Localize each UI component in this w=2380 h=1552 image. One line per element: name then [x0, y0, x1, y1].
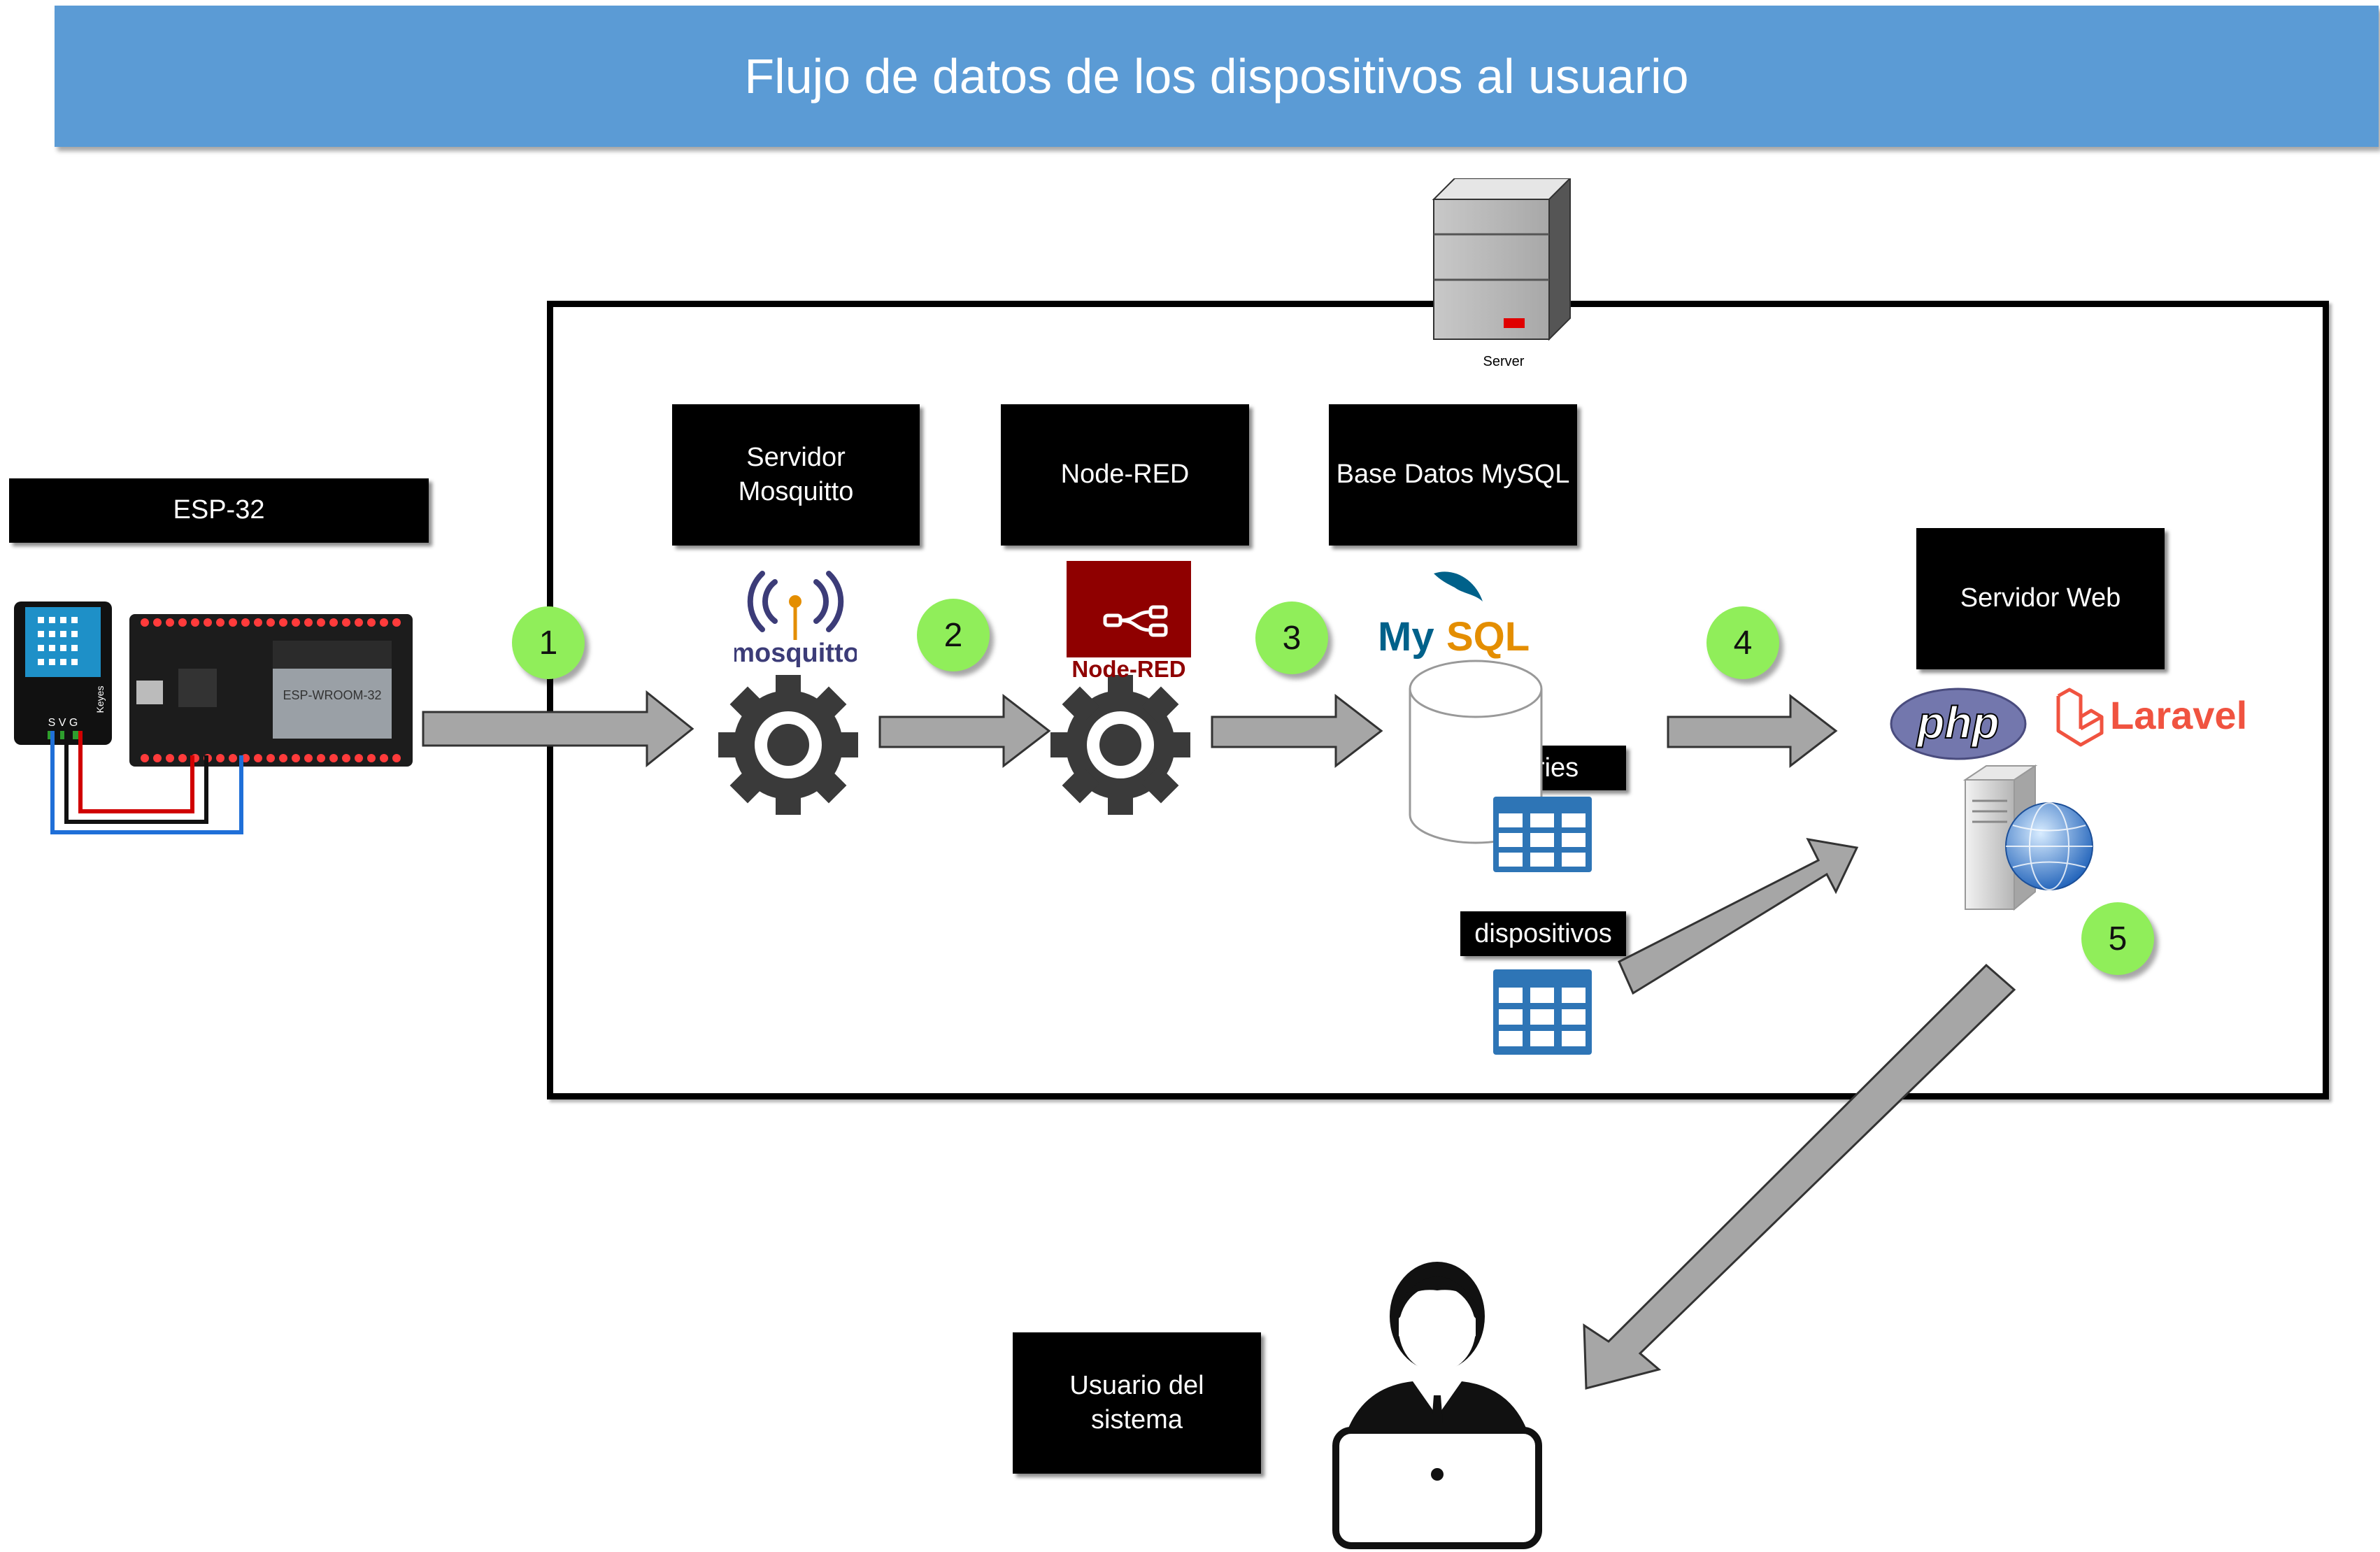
svg-text:ESP-WROOM-32: ESP-WROOM-32 — [283, 688, 381, 702]
gear-icon — [1050, 675, 1190, 815]
nodered-wordmark: Node-RED — [1071, 656, 1185, 682]
arrow-icon — [1667, 693, 1838, 769]
mosquitto-label: Servidor Mosquitto — [672, 404, 920, 546]
mysql-logo-icon: My SQL — [1378, 571, 1530, 660]
page-title: Flujo de datos de los dispositivos al us… — [55, 6, 2379, 147]
server-icon: Server — [1432, 178, 1572, 369]
sensor-pin-labels: S V G — [48, 717, 78, 729]
gear-icon — [718, 675, 858, 815]
arrow-icon — [1583, 963, 2016, 1390]
arrow-icon — [878, 693, 1051, 769]
table-grid-icon — [1493, 797, 1592, 872]
mysql-wordmark-sql: SQL — [1446, 614, 1530, 660]
mosquitto-wordmark: mosquitto — [734, 639, 857, 668]
php-logo-icon: php — [1890, 688, 2027, 760]
laravel-logo-icon: Laravel — [2056, 688, 2247, 747]
step-2-badge: 2 — [917, 599, 990, 671]
esp32-label: ESP-32 — [9, 478, 429, 543]
webserver-label: Servidor Web — [1916, 528, 2165, 669]
web-server-globe-icon — [1962, 764, 2093, 911]
server-label: Server — [1483, 354, 1525, 369]
php-wordmark: php — [1916, 697, 1999, 748]
esp32-board-icon: ESP-WROOM-32 — [129, 614, 413, 767]
arrow-icon — [422, 690, 694, 768]
table-grid-icon — [1493, 969, 1592, 1055]
dht-sensor-icon: S V G Keyes — [14, 601, 112, 745]
mysql-wordmark-my: My — [1378, 614, 1434, 660]
sensor-brand: Keyes — [94, 686, 106, 713]
sensor-wires — [50, 731, 243, 834]
nodered-label: Node-RED — [1001, 404, 1249, 546]
laravel-wordmark: Laravel — [2110, 693, 2247, 737]
mosquitto-logo-icon: mosquitto — [734, 571, 857, 668]
user-laptop-icon — [1332, 1262, 1542, 1549]
step-1-badge: 1 — [512, 606, 585, 679]
step-5-badge: 5 — [2081, 902, 2154, 975]
nodered-logo-icon: Node-RED — [1067, 561, 1191, 682]
arrow-icon — [1618, 838, 1859, 995]
mysql-label: Base Datos MySQL — [1329, 404, 1577, 546]
devices-table-label: dispositivos — [1460, 911, 1626, 956]
step-4-badge: 4 — [1706, 606, 1779, 679]
arrow-icon — [1211, 693, 1383, 769]
user-label: Usuario del sistema — [1013, 1332, 1261, 1474]
step-3-badge: 3 — [1255, 601, 1328, 674]
